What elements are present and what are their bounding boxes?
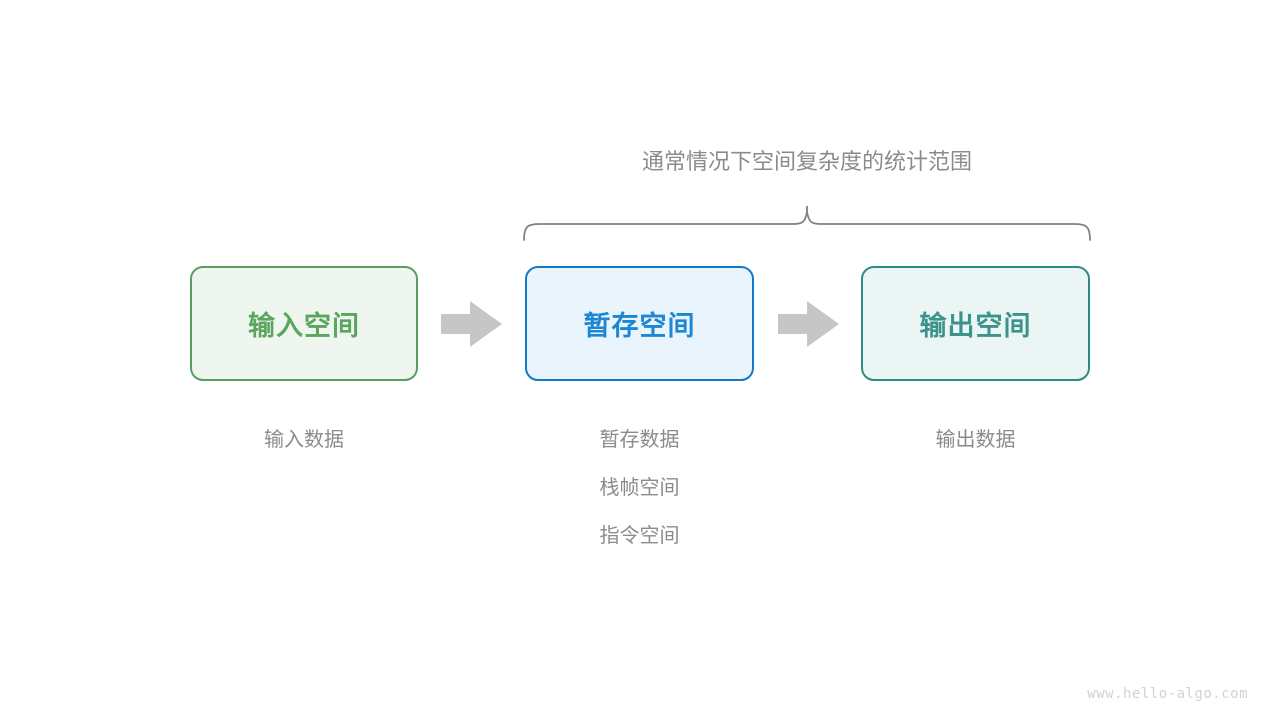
box-input-space: 输入空间 [190,266,418,381]
arrow-right-icon [441,301,502,347]
brace-caption-lead: 通常情况下 [641,149,752,174]
box-buffer-space: 暂存空间 [525,266,754,381]
caption-list-buffer-space: 暂存数据 栈帧空间 指令空间 [525,416,754,560]
caption-list-input-space: 输入数据 [190,416,418,464]
caption-item: 指令空间 [599,525,680,547]
curly-brace [523,206,1091,241]
brace-caption: 通常情况下空间复杂度的统计范围 [607,144,1007,176]
caption-item: 栈帧空间 [599,477,680,499]
box-input-space-label: 输入空间 [248,311,360,341]
caption-list-output-space: 输出数据 [861,416,1090,464]
box-output-space-label: 输出空间 [919,311,1032,341]
watermark: www.hello-algo.com [1087,686,1248,702]
caption-item: 输出数据 [935,429,1016,451]
arrow-right-icon [778,301,839,347]
caption-item: 暂存数据 [599,429,680,451]
caption-item: 输入数据 [264,429,344,451]
brace-caption-emphasis: 空间复杂度 [751,149,862,174]
box-buffer-space-label: 暂存空间 [583,311,696,341]
brace-caption-tail: 的统计范围 [862,149,973,174]
box-output-space: 输出空间 [861,266,1090,381]
